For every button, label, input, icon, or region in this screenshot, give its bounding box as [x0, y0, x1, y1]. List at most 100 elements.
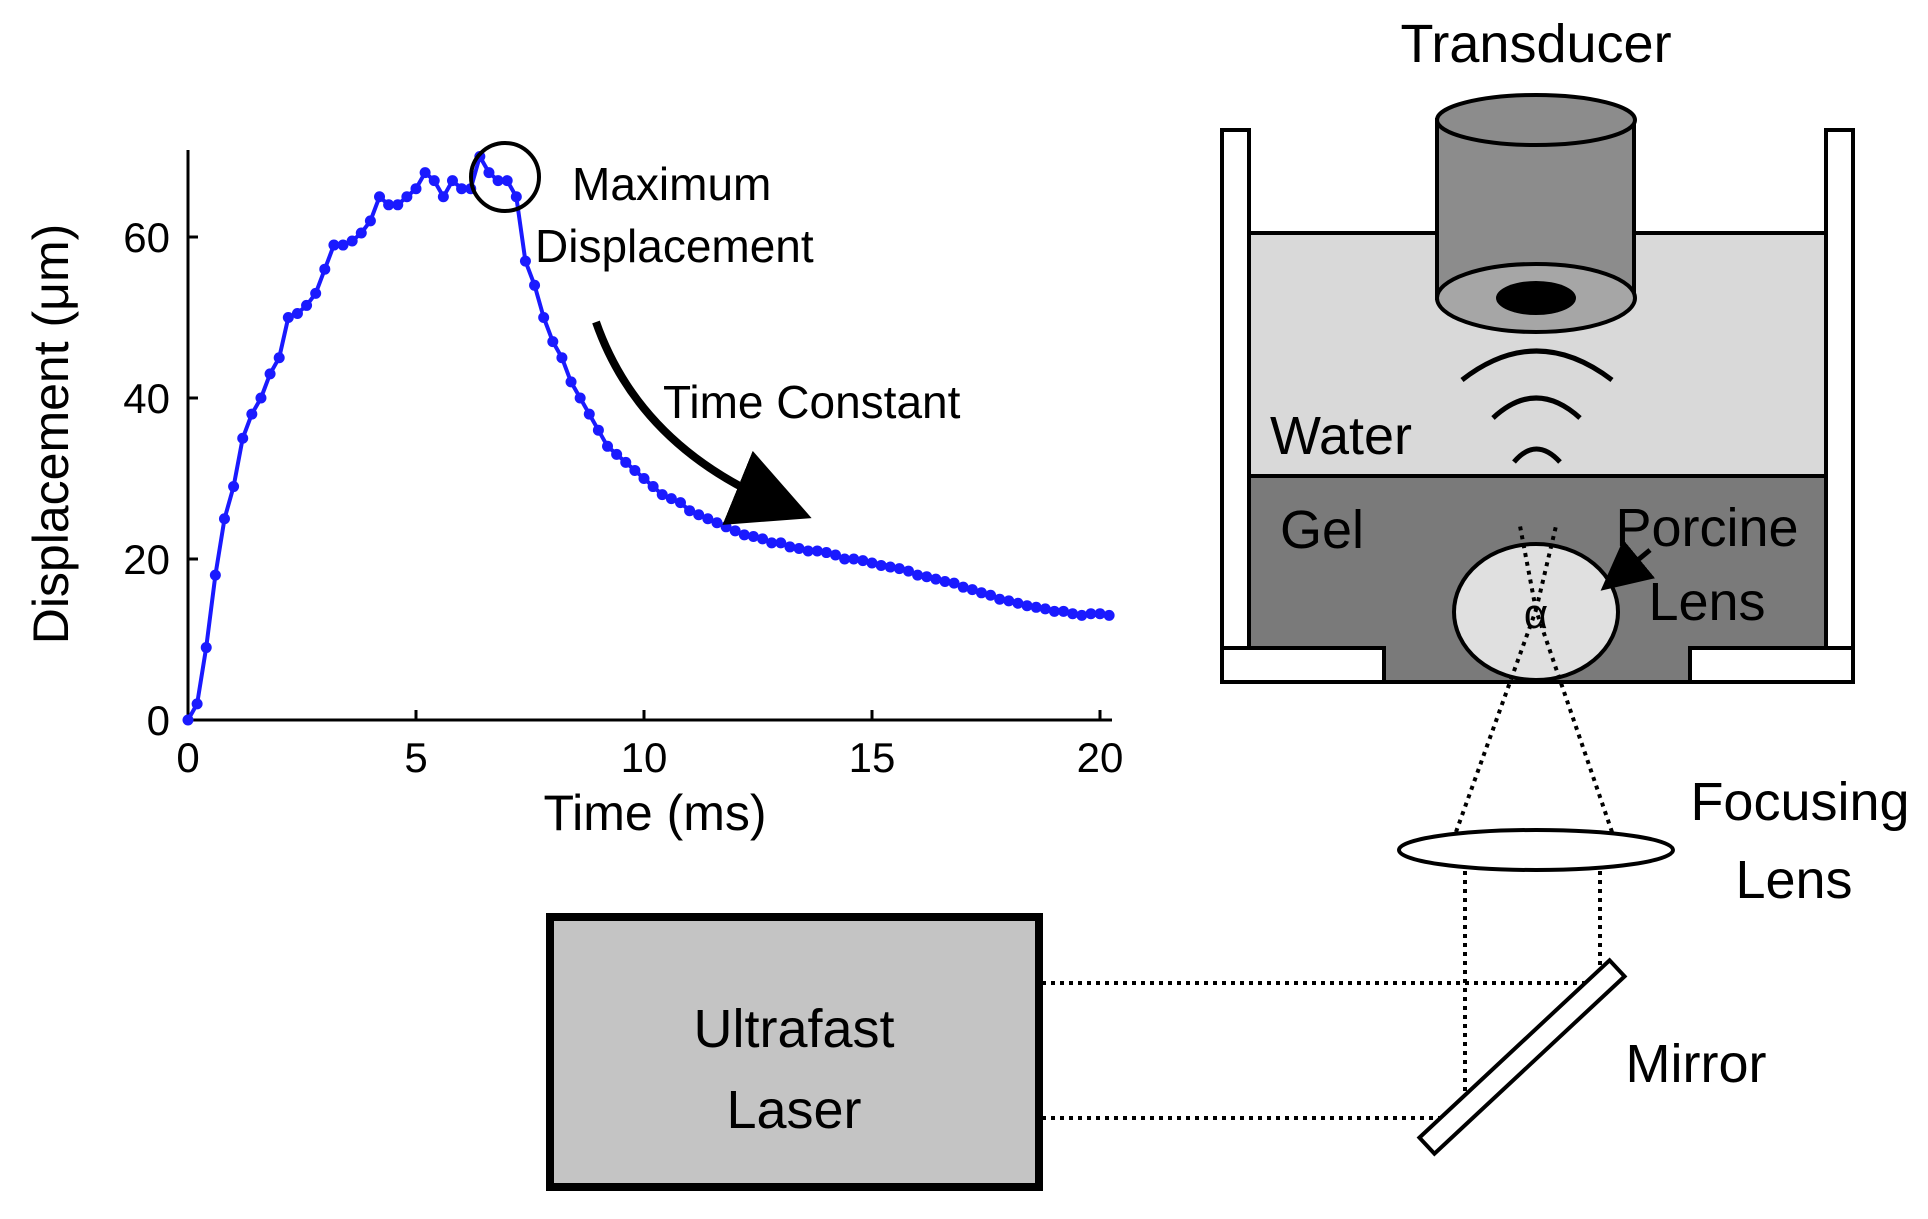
x-tick-label: 5: [404, 734, 427, 781]
ultrasound-wave-3: [1512, 446, 1562, 464]
data-point: [766, 537, 778, 549]
data-point: [1012, 597, 1024, 609]
data-point: [456, 183, 468, 195]
tank-right-wall: [1824, 128, 1855, 682]
data-point: [392, 199, 404, 211]
porcine-lens-label-line2: Lens: [1648, 572, 1765, 632]
x-tick-label: 15: [849, 734, 896, 781]
porcine-lens-pointer: [1600, 539, 1656, 591]
focusing-lens-label-line2: Lens: [1735, 850, 1852, 910]
data-point: [182, 714, 194, 726]
data-point: [328, 239, 340, 251]
data-point: [337, 239, 349, 251]
laser-label-line2: Laser: [726, 1080, 861, 1140]
transducer-element: [1496, 281, 1576, 315]
data-point: [529, 279, 541, 291]
data-point: [793, 543, 805, 555]
data-point: [784, 541, 796, 553]
data-point: [985, 589, 997, 601]
laser-beam-path: [1042, 525, 1614, 1120]
x-axis-label: Time (ms): [543, 785, 766, 841]
data-point: [839, 553, 851, 565]
transducer-top: [1435, 93, 1637, 147]
data-point: [966, 584, 978, 596]
data-point: [428, 175, 440, 187]
y-tick-label: 60: [123, 214, 170, 261]
data-point: [994, 593, 1006, 605]
data-point: [848, 553, 860, 565]
data-point: [1030, 601, 1042, 613]
ultrafast-laser-box: [546, 913, 1043, 1191]
data-point: [501, 175, 513, 187]
data-point: [319, 263, 331, 275]
data-point: [346, 235, 358, 247]
data-point: [437, 191, 449, 203]
data-point: [820, 547, 832, 559]
y-tick-label: 20: [123, 536, 170, 583]
data-point: [656, 489, 668, 501]
data-point: [1048, 605, 1060, 617]
data-point: [948, 577, 960, 589]
data-point: [921, 571, 933, 583]
data-point: [401, 191, 413, 203]
data-point: [355, 227, 367, 239]
data-point: [1067, 608, 1079, 620]
data-point: [374, 191, 386, 203]
data-point: [684, 505, 696, 517]
x-tick-label: 0: [176, 734, 199, 781]
data-point: [602, 440, 614, 452]
data-point: [757, 533, 769, 545]
data-point: [519, 255, 531, 267]
tank-bottom-right: [1688, 646, 1855, 684]
data-point: [237, 432, 249, 444]
data-point: [729, 525, 741, 537]
data-point: [674, 497, 686, 509]
x-tick-label: 10: [621, 734, 668, 781]
data-point: [1076, 609, 1088, 621]
porcine-lens-label-line1: Porcine: [1615, 498, 1798, 558]
data-point: [273, 352, 285, 364]
data-point: [547, 336, 559, 348]
experimental-setup-diagram: Transducer Water Gel α Porcine Lens Focu…: [546, 14, 1910, 1191]
data-point: [310, 287, 322, 299]
tank-bottom-left: [1220, 646, 1386, 684]
data-point: [1021, 600, 1033, 612]
transducer-label: Transducer: [1400, 14, 1671, 74]
focusing-lens-label-line1: Focusing: [1690, 772, 1909, 832]
y-axis-label: Displacement (μm): [23, 224, 79, 645]
mirror-label: Mirror: [1626, 1034, 1767, 1094]
data-point: [191, 698, 203, 710]
gel-label: Gel: [1280, 500, 1364, 560]
data-point: [200, 642, 212, 654]
data-point: [483, 167, 495, 179]
data-point: [592, 424, 604, 436]
data-point: [246, 408, 258, 420]
data-point: [902, 565, 914, 577]
data-point: [930, 573, 942, 585]
data-point: [747, 530, 759, 542]
data-point: [1085, 608, 1097, 620]
data-point: [647, 481, 659, 493]
y-tick-label: 0: [147, 697, 170, 744]
data-point: [811, 545, 823, 557]
data-point: [875, 559, 887, 571]
data-point: [1003, 595, 1015, 607]
data-point: [912, 569, 924, 581]
data-point: [510, 191, 522, 203]
time-constant-arrow: [592, 320, 812, 525]
data-point: [693, 509, 705, 521]
data-point: [638, 473, 650, 484]
water-label: Water: [1270, 406, 1412, 466]
data-point: [574, 392, 586, 404]
data-point: [702, 513, 714, 525]
tank-left-wall: [1220, 128, 1251, 682]
data-point: [857, 555, 869, 567]
data-point: [301, 299, 313, 311]
max-displacement-circle: [469, 141, 541, 213]
data-point: [1103, 609, 1115, 621]
data-point: [1058, 605, 1070, 617]
data-point: [711, 517, 723, 529]
